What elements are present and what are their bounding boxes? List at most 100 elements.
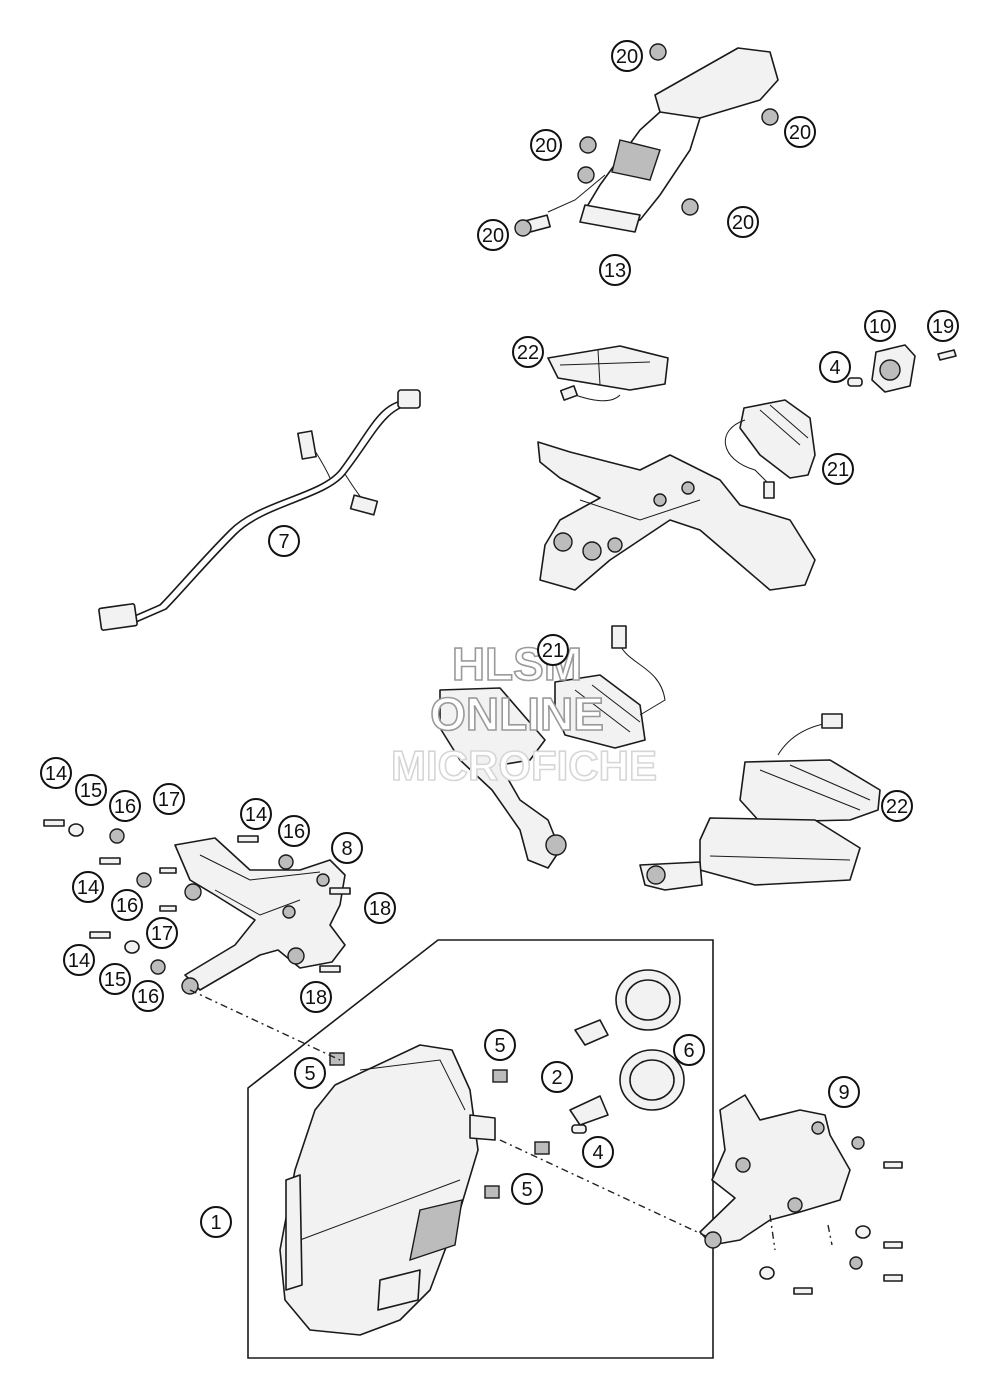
callout-label: 20 [789,122,811,144]
callout-label: 16 [283,821,305,843]
callout-c20a: 20 [611,40,643,72]
license-plate-light [847,344,957,393]
callout-label: 2 [551,1067,562,1089]
callout-c17a: 17 [153,783,185,815]
callout-label: 19 [932,316,954,338]
callout-label: 14 [245,804,267,826]
callout-c17b: 17 [146,917,178,949]
callout-label: 4 [829,357,840,379]
callout-label: 7 [278,531,289,553]
callout-label: 6 [683,1040,694,1062]
callout-c18a: 18 [364,892,396,924]
callout-c22a: 22 [512,336,544,368]
headlight-unit [279,1044,496,1336]
callout-circle [294,1057,326,1089]
callout-circle [132,980,164,1012]
callout-c16a: 16 [109,790,141,822]
callout-circle [109,790,141,822]
callout-circle [240,798,272,830]
callout-label: 22 [517,342,539,364]
callout-label: 15 [104,969,126,991]
callout-c21b: 21 [537,634,569,666]
front-indicators [439,625,881,891]
callout-label: 20 [732,212,754,234]
callout-circle [484,1029,516,1061]
callout-c4a: 4 [819,351,851,383]
callout-label: 14 [68,950,90,972]
callout-c10: 10 [864,310,896,342]
callout-label: 5 [494,1035,505,1057]
bulbs-and-covers [329,969,685,1199]
callout-label: 16 [116,895,138,917]
callout-label: 9 [838,1082,849,1104]
callout-c14c: 14 [72,871,104,903]
callout-circle [784,116,816,148]
left-fasteners [43,819,351,975]
tail-light-assembly [514,43,779,237]
callout-label: 21 [827,459,849,481]
callout-c1: 1 [200,1206,232,1238]
watermark: HLSM ONLINE MICROFICHE [390,637,658,790]
callout-label: 5 [304,1063,315,1085]
callout-c4b: 4 [582,1136,614,1168]
callout-c6: 6 [673,1034,705,1066]
callout-c7: 7 [268,525,300,557]
callout-c20c: 20 [784,116,816,148]
callout-c16d: 16 [132,980,164,1012]
callout-circle [611,40,643,72]
callout-circle [300,981,332,1013]
callout-circle [864,310,896,342]
callout-circle [599,254,631,286]
callout-circle [819,351,851,383]
callout-c13: 13 [599,254,631,286]
callout-c5a: 5 [294,1057,326,1089]
callout-circle [268,525,300,557]
callout-c5c: 5 [511,1173,543,1205]
callout-circle [511,1173,543,1205]
headlight-bracket-right [699,1094,903,1295]
callout-c21a: 21 [822,453,854,485]
callout-c8: 8 [331,832,363,864]
callout-circle [278,815,310,847]
callout-label: 18 [369,898,391,920]
callout-label: 13 [604,260,626,282]
callout-c20b: 20 [530,129,562,161]
callout-c19: 19 [927,310,959,342]
callout-circle [477,219,509,251]
callout-label: 20 [535,135,557,157]
watermark-line3: MICROFICHE [391,742,657,789]
callout-circle [200,1206,232,1238]
callout-label: 16 [137,986,159,1008]
rear-light-unit [547,345,669,402]
callout-circle [146,917,178,949]
callout-label: 21 [542,640,564,662]
callout-circle [364,892,396,924]
callout-circle [673,1034,705,1066]
callout-c14d: 14 [63,944,95,976]
callout-circle [153,783,185,815]
callout-label: 14 [45,763,67,785]
callout-label: 17 [158,789,180,811]
callout-circle [927,310,959,342]
callout-c2: 2 [541,1061,573,1093]
callout-label: 5 [521,1179,532,1201]
callout-circle [828,1076,860,1108]
callout-c15a: 15 [75,774,107,806]
callout-label: 17 [151,923,173,945]
callout-circle [537,634,569,666]
callout-circle [99,963,131,995]
callout-c14a: 14 [40,757,72,789]
callout-circle [727,206,759,238]
callout-circle [530,129,562,161]
callout-label: 4 [592,1142,603,1164]
callout-label: 14 [77,877,99,899]
callout-c22b: 22 [881,790,913,822]
callout-c5b: 5 [484,1029,516,1061]
callout-label: 22 [886,796,908,818]
callout-c9: 9 [828,1076,860,1108]
watermark-line2: ONLINE [430,688,604,740]
callout-c14b: 14 [240,798,272,830]
headlight-mask-holder [174,837,346,995]
